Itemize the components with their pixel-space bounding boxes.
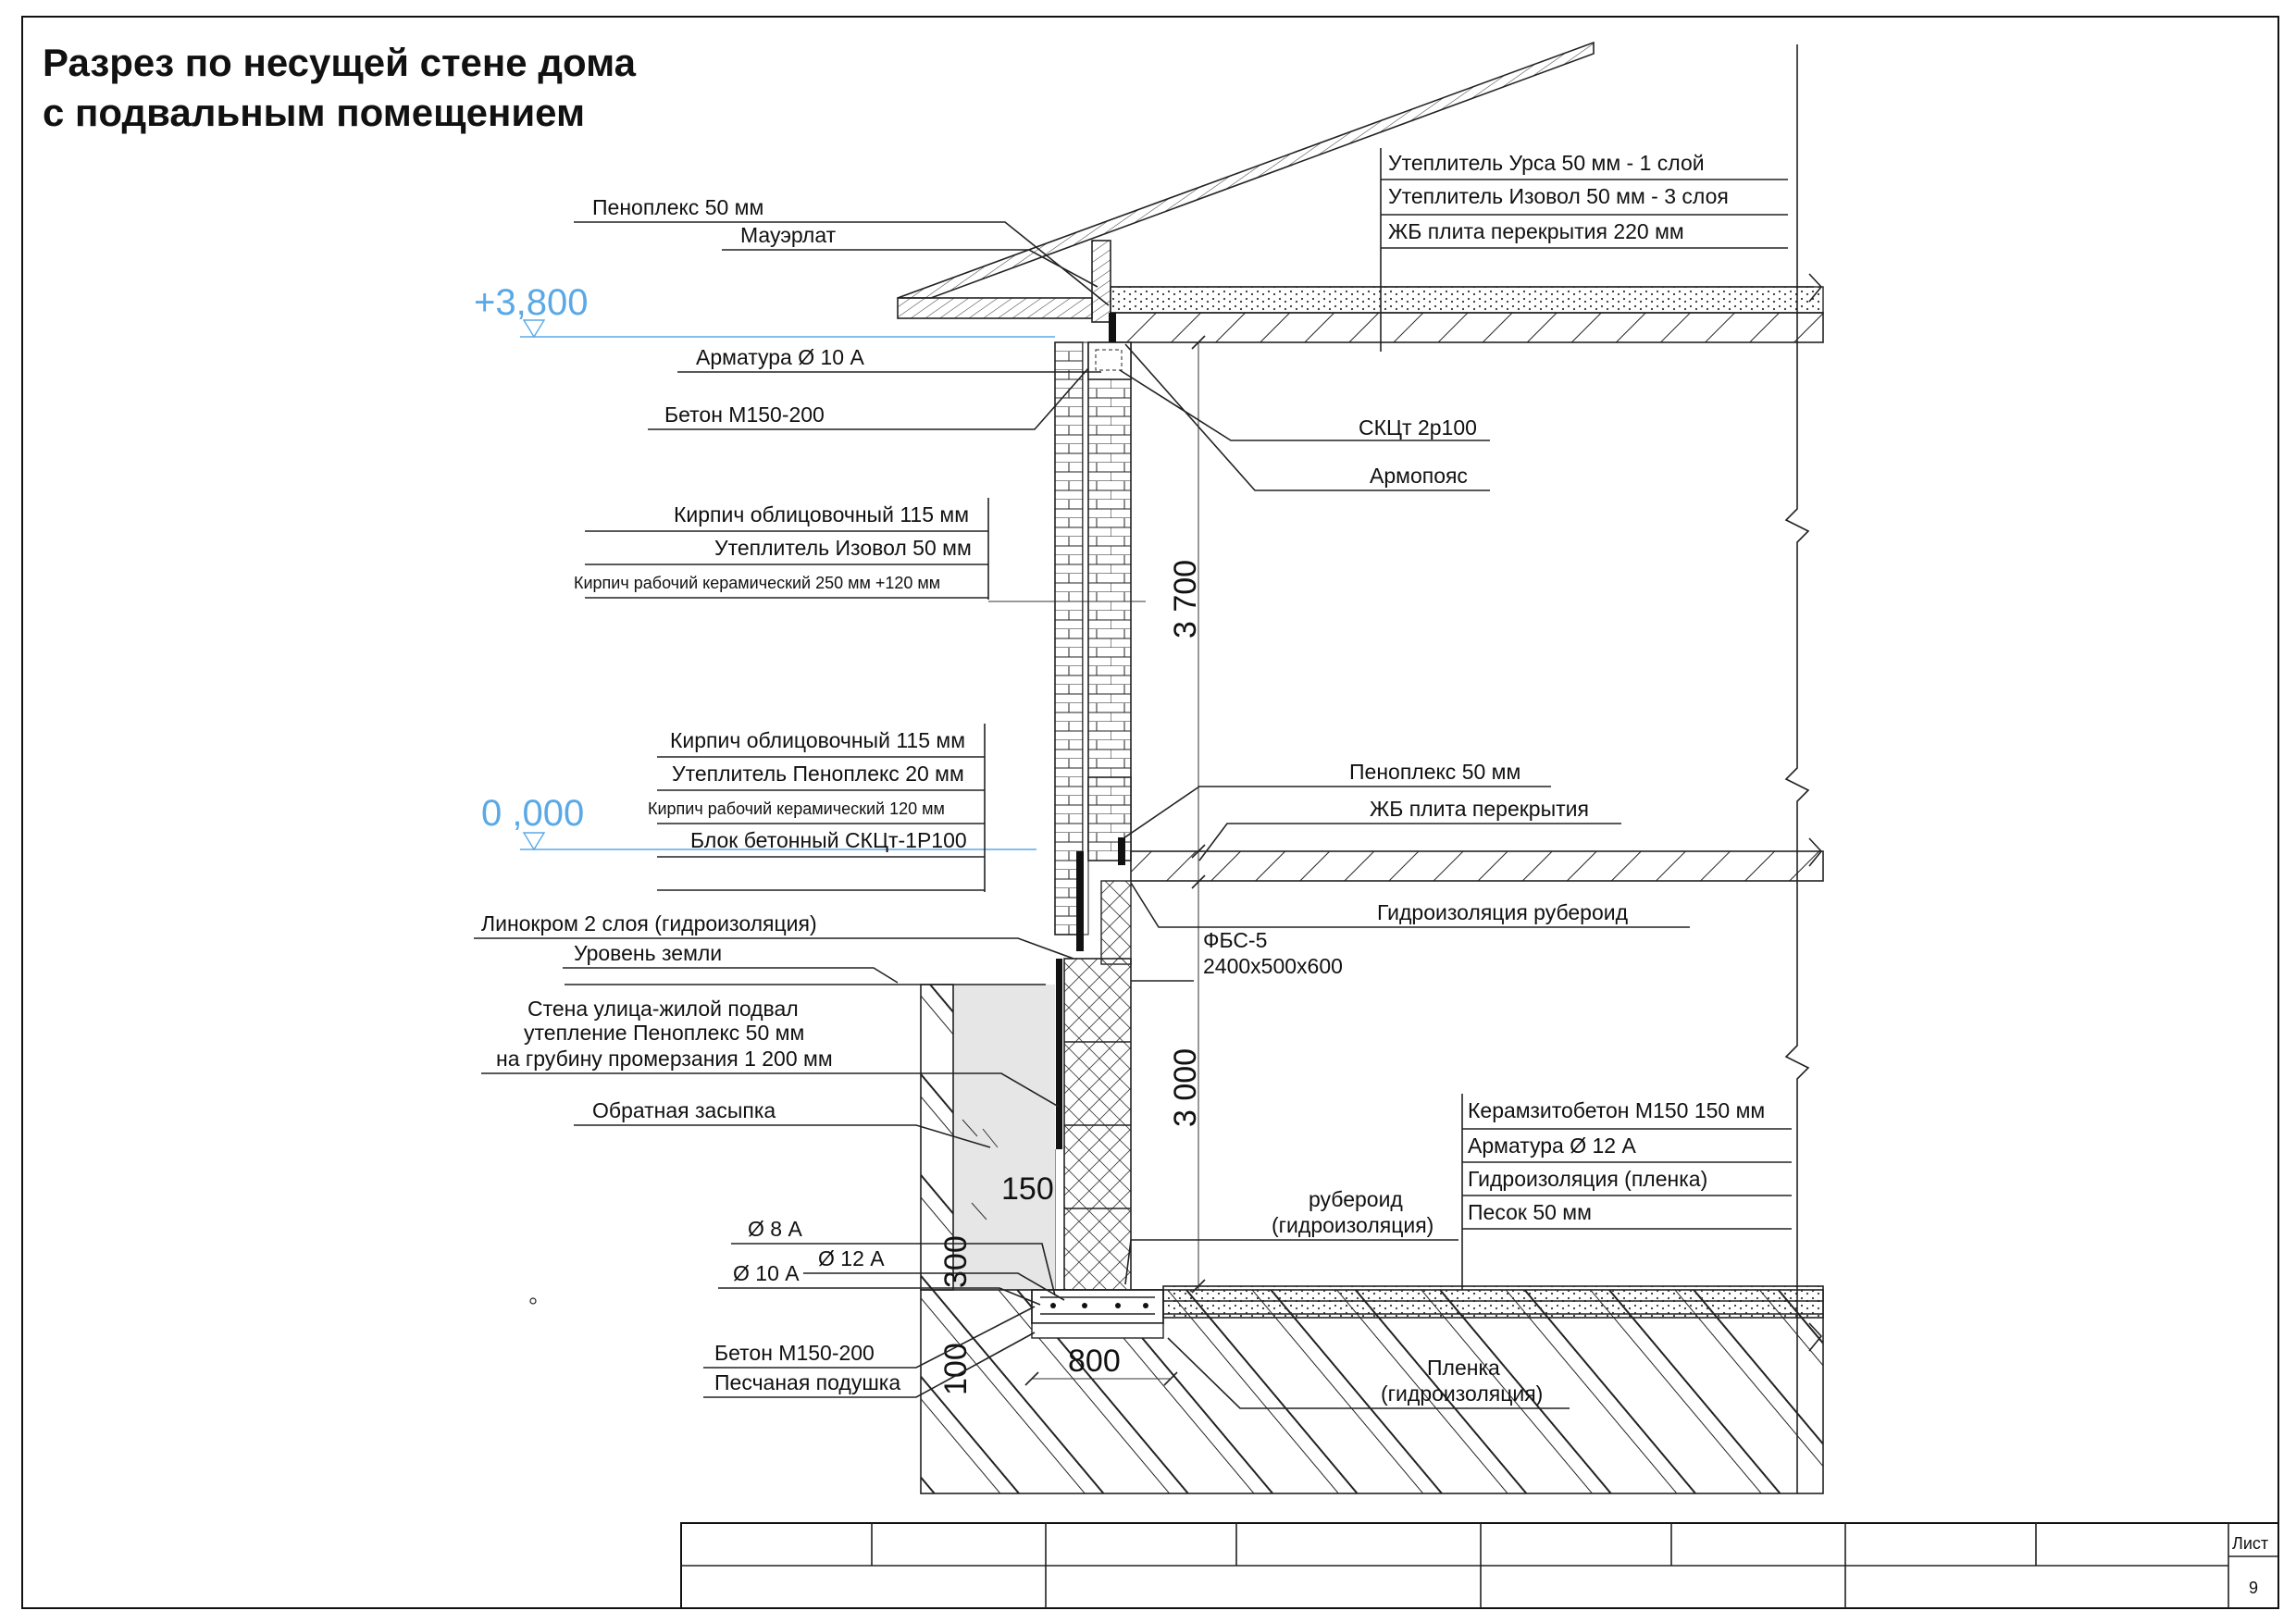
- basement-floor-slab: [1162, 1285, 1824, 1319]
- floor-stack-4: Песок 50 мм: [1468, 1200, 1592, 1224]
- label-d12: Ø 12 А: [818, 1246, 885, 1270]
- label-beton-bottom: Бетон М150-200: [714, 1341, 875, 1365]
- label-ruberoid-2: (гидроизоляция): [1272, 1213, 1433, 1237]
- dim-upper-floor: 3 700: [1168, 560, 1203, 638]
- armatura-cage: [1095, 349, 1123, 371]
- label-mauerlat: Мауэрлат: [740, 223, 837, 247]
- label-penoplex-mid: Пеноплекс 50 мм: [1349, 760, 1520, 784]
- label-lower-wall-4: Блок бетонный СКЦт-1Р100: [690, 828, 967, 852]
- roof-stack-3: ЖБ плита перекрытия 220 мм: [1388, 219, 1684, 243]
- label-fbs-1: ФБС-5: [1203, 928, 1267, 952]
- label-lower-wall-3: Кирпич рабочий керамический 120 мм: [648, 799, 945, 818]
- sheet-label: Лист: [2232, 1534, 2268, 1553]
- label-penoplex-top: Пеноплекс 50 мм: [592, 195, 763, 219]
- title-line-1: Разрез по несущей стене дома: [43, 41, 637, 84]
- roof-stack-2: Утеплитель Изовол 50 мм - 3 слоя: [1388, 184, 1729, 208]
- floor-stack-2: Арматура Ø 12 А: [1468, 1134, 1636, 1158]
- label-armopoyas: Армопояс: [1370, 464, 1468, 488]
- label-basement-wall-3: на грубину промерзания 1 200 мм: [496, 1047, 833, 1071]
- outer-soil: [920, 984, 954, 1291]
- mauerlat: [1091, 240, 1111, 323]
- slab-edge-block: [1100, 880, 1132, 965]
- dim-150: 150: [1001, 1171, 1054, 1207]
- roof-slab: [1110, 312, 1824, 343]
- label-skct: СКЦт 2р100: [1359, 415, 1477, 440]
- label-d10: Ø 10 А: [733, 1261, 800, 1285]
- label-ground: Уровень земли: [574, 941, 722, 965]
- label-basement-wall-1: Стена улица-жилой подвал: [527, 997, 799, 1021]
- label-beton-top: Бетон М150-200: [664, 403, 825, 427]
- sand-cushion: [1031, 1322, 1164, 1339]
- label-linokrom: Линокром 2 слоя (гидроизоляция): [481, 911, 817, 935]
- label-armatura10: Арматура Ø 10 А: [696, 345, 864, 369]
- roof-insulation: [1110, 286, 1824, 314]
- elevation-top: +3,800: [474, 282, 588, 323]
- label-fbs-2: 2400х500х600: [1203, 954, 1343, 978]
- label-ruberoid-top: Гидроизоляция рубероид: [1377, 900, 1629, 924]
- label-basement-wall-2: утепление Пеноплекс 50 мм: [524, 1021, 804, 1045]
- label-d8: Ø 8 А: [748, 1217, 802, 1241]
- penoplex-top-strip: [1109, 313, 1116, 342]
- insulation-upper: [1082, 341, 1089, 935]
- label-slab: ЖБ плита перекрытия: [1370, 797, 1589, 821]
- stray-mark: [529, 1297, 537, 1305]
- label-upper-wall-1: Кирпич облицовочный 115 мм: [674, 502, 969, 527]
- working-brick-upper: [1087, 341, 1132, 852]
- floor-stack-3: Гидроизоляция (пленка): [1468, 1167, 1707, 1191]
- label-plenka-1: Пленка: [1427, 1356, 1500, 1380]
- label-plenka-2: (гидроизоляция): [1381, 1381, 1543, 1406]
- label-upper-wall-2: Утеплитель Изовол 50 мм: [714, 536, 972, 560]
- penoplex-slab-edge: [1118, 837, 1125, 865]
- basement-penoplex-strip: [1056, 959, 1062, 1149]
- label-upper-wall-3: Кирпич рабочий керамический 250 мм +120 …: [574, 574, 940, 592]
- title-line-2: с подвальным помещением: [43, 91, 585, 134]
- roof-stack-1: Утеплитель Урса 50 мм - 1 слой: [1388, 151, 1705, 175]
- label-ruberoid-1: рубероид: [1309, 1187, 1403, 1211]
- elevation-zero: 0 ,000: [481, 793, 584, 834]
- label-backfill: Обратная засыпка: [592, 1098, 776, 1122]
- linokrom-strip: [1076, 851, 1084, 951]
- right-break-line: [1784, 44, 1810, 1493]
- label-sand: Песчаная подушка: [714, 1370, 900, 1394]
- title-block: [680, 1522, 2279, 1609]
- dim-basement: 3 000: [1168, 1048, 1203, 1127]
- dim-800: 800: [1068, 1344, 1121, 1379]
- facing-brick-upper: [1054, 341, 1084, 935]
- label-lower-wall-1: Кирпич облицовочный 115 мм: [670, 728, 965, 752]
- roof-eave-board: [897, 297, 1093, 319]
- backfill-zone: [953, 985, 1055, 1290]
- sheet-number: 9: [2249, 1579, 2258, 1597]
- label-lower-wall-2: Утеплитель Пеноплекс 20 мм: [672, 762, 964, 786]
- floor-stack-1: Керамзитобетон М150 150 мм: [1468, 1098, 1765, 1122]
- floor-slab: [1130, 850, 1824, 882]
- fbs-block: [1063, 958, 1132, 1295]
